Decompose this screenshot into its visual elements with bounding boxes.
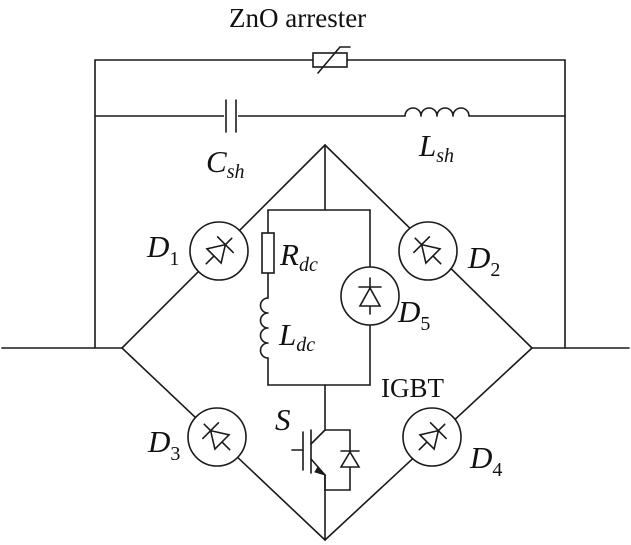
diode-d4 (402, 407, 462, 467)
diode-d5 (340, 266, 400, 326)
igbt-label: IGBT (381, 373, 444, 403)
capacitor-csh (224, 99, 238, 133)
diode-bridge (121, 144, 533, 541)
arrester-label: ZnO arrester (229, 3, 366, 33)
d3-label: D3 (147, 424, 180, 465)
inductor-lsh (404, 100, 470, 120)
diode-d3 (187, 407, 247, 467)
csh-label: Csh (206, 144, 244, 183)
d5-label: D5 (397, 294, 430, 335)
resistor-rdc (261, 232, 275, 274)
ldc-label: Ldc (278, 317, 315, 356)
s-label: S (275, 402, 291, 437)
d4-label: D4 (469, 440, 502, 481)
diode-d2 (398, 221, 458, 281)
lsh-label: Lsh (418, 128, 454, 167)
igbt-switch (291, 429, 361, 491)
inner-branch-wiring (267, 144, 371, 541)
d1-label: D1 (146, 229, 179, 270)
rdc-label: Rdc (279, 237, 318, 276)
inductor-ldc (259, 297, 269, 359)
diode-d1 (189, 221, 249, 281)
zno-arrester (312, 46, 351, 74)
d2-label: D2 (467, 240, 500, 281)
